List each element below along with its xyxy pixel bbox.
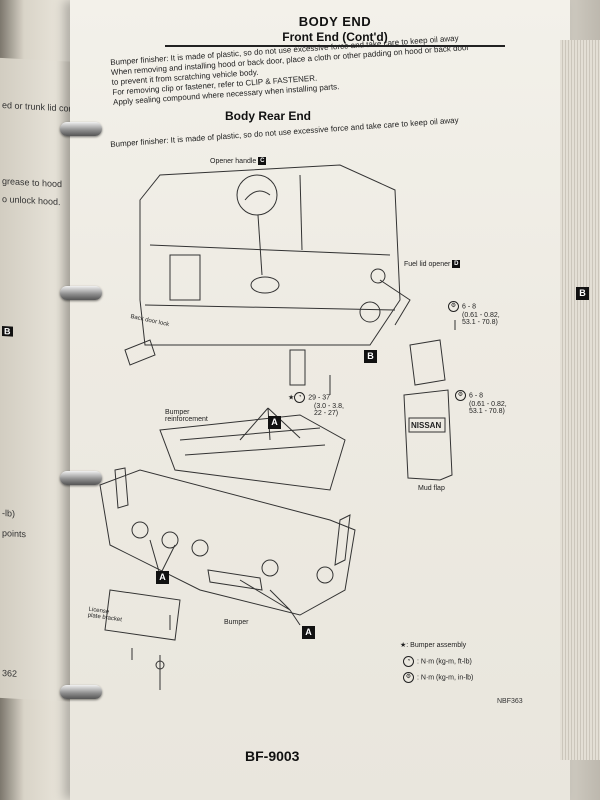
back-door-lock [169,254,201,301]
vehicle-body-outline [139,164,401,346]
reinforcement-rib [179,427,321,441]
section-title: Body Rear End [225,109,312,123]
fastener-head [155,660,165,670]
bumper-hole [191,539,209,557]
page-title: BODY END [298,14,372,29]
torque-ft-lb-icon: ◔ [403,656,414,667]
marker-a: A [156,571,169,584]
page-stack [560,40,600,760]
vehicle-body-line [299,174,303,251]
header-rule [165,45,505,47]
binder-ring [60,685,102,699]
torque-ft-lb-icon: ◔ [294,392,306,403]
torque-center: ★◔29 - 37(3.0 - 3.8,22 - 27) [288,392,344,417]
handle-recess [250,276,280,294]
legend-assembly: ★: Bumper assembly [400,642,467,649]
fuel-lid-cable [379,279,411,326]
vehicle-body-line [149,244,391,256]
figure-code: NBF363 [497,698,523,705]
bumper-step [207,569,263,591]
torque-in-lb-icon: ⚙ [448,301,459,312]
opener-handle-leader [257,214,263,276]
torque-lower: ⚙6 - 8(0.61 - 0.82,53.1 - 70.8) [455,390,507,415]
bumper-stay [289,349,306,386]
mud-flap-label: Mud flap [418,485,445,492]
bumper-fascia [99,469,356,616]
marker-b: B [576,287,589,300]
page-subtitle: Front End (Cont'd) [282,30,388,44]
bumper-side-finisher [334,514,351,566]
vehicle-body-line [144,304,396,311]
bumper-hole [131,521,149,539]
bumper-label: Bumper [224,619,249,626]
bracket [124,339,156,366]
fuel-lid-opener-detail [359,301,381,323]
marker-a: A [302,626,315,639]
marker-b: B [364,350,377,363]
legend-ft-lb: ◔: N·m (kg-m, ft-lb) [403,656,472,667]
mud-flap-bracket [409,339,446,386]
mud-flap-logo-box [408,417,446,433]
marker-a-leaders [149,539,176,576]
page-header: BODY END Front End (Cont'd) [165,14,505,47]
bumper-side-finisher [114,467,129,509]
binder-ring [60,286,102,300]
fuel-lid [370,268,386,284]
page-number: BF-9003 [245,748,300,764]
legend-in-lb: ⚙: N·m (kg-m, in-lb) [403,672,473,683]
binder-ring [60,471,102,485]
mud-flap [403,389,453,481]
torque-in-lb-icon: ⚙ [455,390,466,401]
bumper-hole [261,559,279,577]
bumper-hole [161,531,179,549]
nissan-logo: NISSAN [411,421,442,430]
bumper-leaders [239,579,301,626]
opener-handle-detail [236,174,278,216]
manual-page [70,0,570,800]
torque-upper: ⚙6 - 8(0.61 - 0.82,53.1 - 70.8) [448,301,500,326]
torque-in-lb-icon: ⚙ [403,672,414,683]
reinforcement-rib [184,444,326,456]
bumper-hole [316,566,334,584]
license-plate-bracket [104,589,181,641]
marker-a: A [268,416,281,429]
binder-ring [60,122,102,136]
opener-handle-shape [244,190,271,201]
